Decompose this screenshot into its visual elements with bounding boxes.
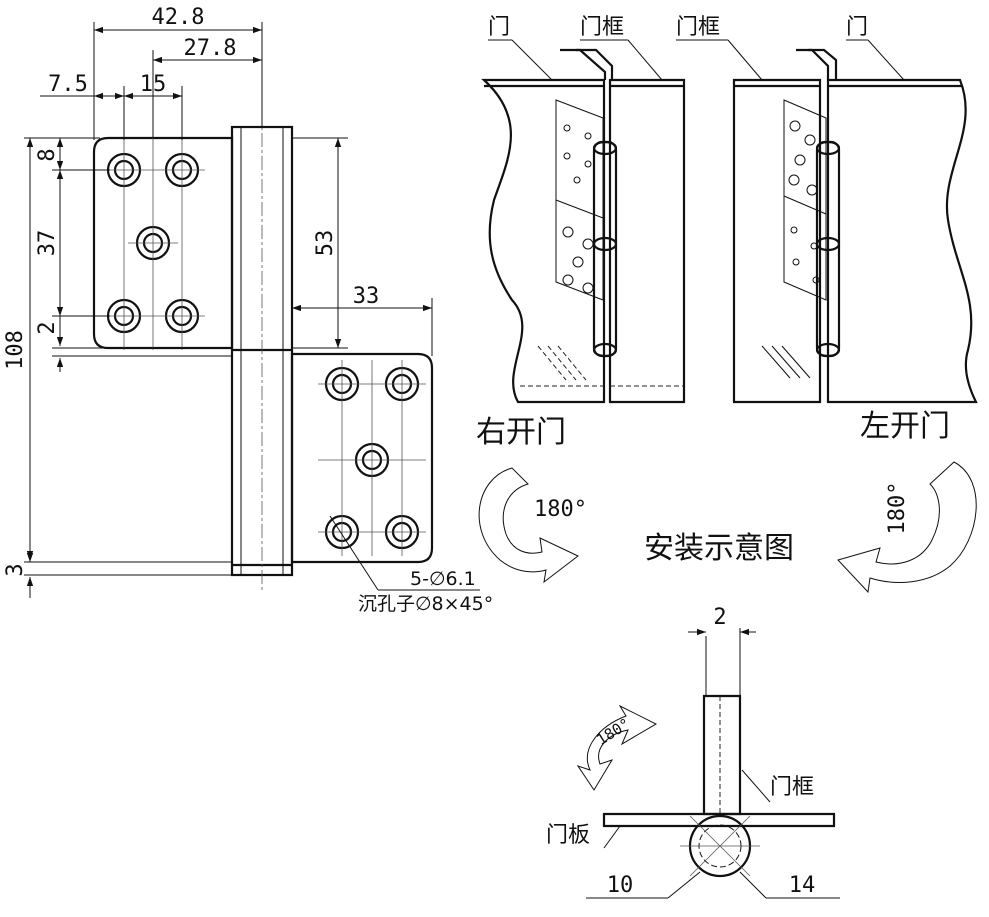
label-frame-1: 门框 xyxy=(580,15,624,40)
left-open-door-view xyxy=(676,39,978,404)
label-left-open: 左开门 xyxy=(860,409,950,444)
dim-53: 53 xyxy=(313,230,338,257)
label-door-2: 门 xyxy=(846,15,868,40)
dim-42-8: 42.8 xyxy=(152,5,205,30)
upper-leaf-holes xyxy=(55,125,205,350)
rot-180-right: 180° xyxy=(534,497,587,522)
hole-note-line1: 5-∅6.1 xyxy=(410,568,476,590)
lower-leaf xyxy=(290,352,434,564)
label-right-open: 右开门 xyxy=(476,415,566,450)
dim-15: 15 xyxy=(140,72,167,97)
dim-10: 10 xyxy=(607,873,634,898)
dim-108: 108 xyxy=(3,330,28,370)
hinge-front-view xyxy=(55,110,480,591)
hinge-dimensions: 42.8 27.8 7.5 15 8 37 2 108 3 xyxy=(3,5,433,598)
dim-27-8: 27.8 xyxy=(184,36,237,61)
rot-180-section: 180° xyxy=(593,715,633,749)
dim-37: 37 xyxy=(35,230,60,257)
label-frame-2: 门框 xyxy=(676,15,720,40)
lower-leaf-holes xyxy=(318,360,426,556)
dim-7-5: 7.5 xyxy=(48,72,88,97)
dim-14: 14 xyxy=(789,873,816,898)
hole-note-line2: 沉孔子∅8×45° xyxy=(358,593,493,615)
dim-2-left: 2 xyxy=(35,321,60,334)
rot-180-left: 180° xyxy=(885,482,910,535)
label-door-panel: 门板 xyxy=(546,823,590,848)
label-door-1: 门 xyxy=(488,15,510,40)
label-frame-3: 门框 xyxy=(770,775,814,800)
right-open-door-view xyxy=(481,39,686,404)
dim-33: 33 xyxy=(353,284,380,309)
dim-2-top: 2 xyxy=(713,605,726,630)
dim-3: 3 xyxy=(3,563,28,576)
install-title: 安装示意图 xyxy=(644,531,794,566)
rotation-arrow-right-open xyxy=(478,467,579,584)
section-view: 2 xyxy=(576,605,840,899)
dim-8: 8 xyxy=(35,148,60,161)
rotation-arrow-left-open xyxy=(837,461,977,594)
